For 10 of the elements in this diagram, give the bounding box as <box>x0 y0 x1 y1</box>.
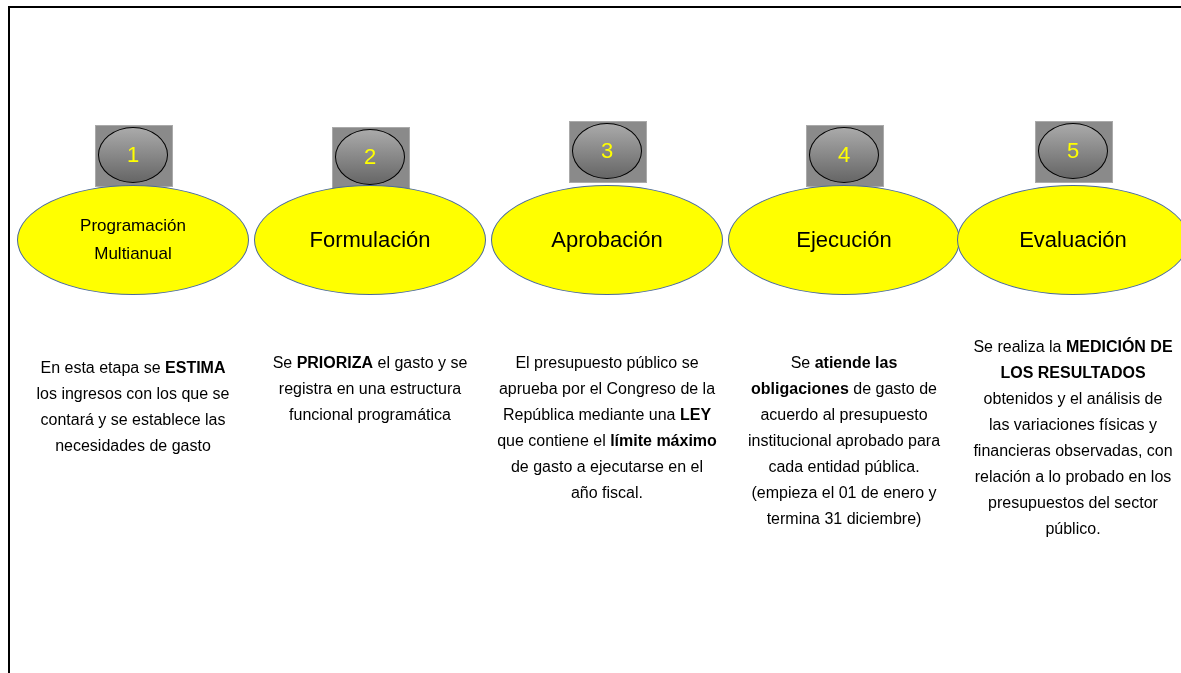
stage-description: El presupuesto público se aprueba por el Congreso de la República mediante una LEY que contiene el límite máximo de gasto a ejecutarse en el año fiscal. <box>497 353 717 503</box>
stage-title: Evaluación <box>1019 226 1127 254</box>
stage-description: Se atiende las obligaciones de gasto de acuerdo al presupuesto institucional aprobado para cada entidad pública. (empieza el 01 de enero y termina 31 diciembre) <box>746 353 942 529</box>
stage-title: Aprobación <box>551 226 663 254</box>
stage-title: Ejecución <box>796 226 892 254</box>
stage-title: Programación Multianual <box>79 215 187 265</box>
stage-description: En esta etapa se ESTIMA los ingresos con los que se contará y se establece las necesidades de gasto <box>35 358 231 456</box>
stage-description: Se realiza la MEDICIÓN DE LOS RESULTADOS obtenidos y el análisis de las variaciones físicas y financieras observadas, con relación a lo probado en los presupuestos del sector público. <box>973 336 1173 539</box>
stage-description: Se PRIORIZA el gasto y se registra en una estructura funcional programática <box>271 353 469 425</box>
stage-title: Formulación <box>309 226 431 254</box>
